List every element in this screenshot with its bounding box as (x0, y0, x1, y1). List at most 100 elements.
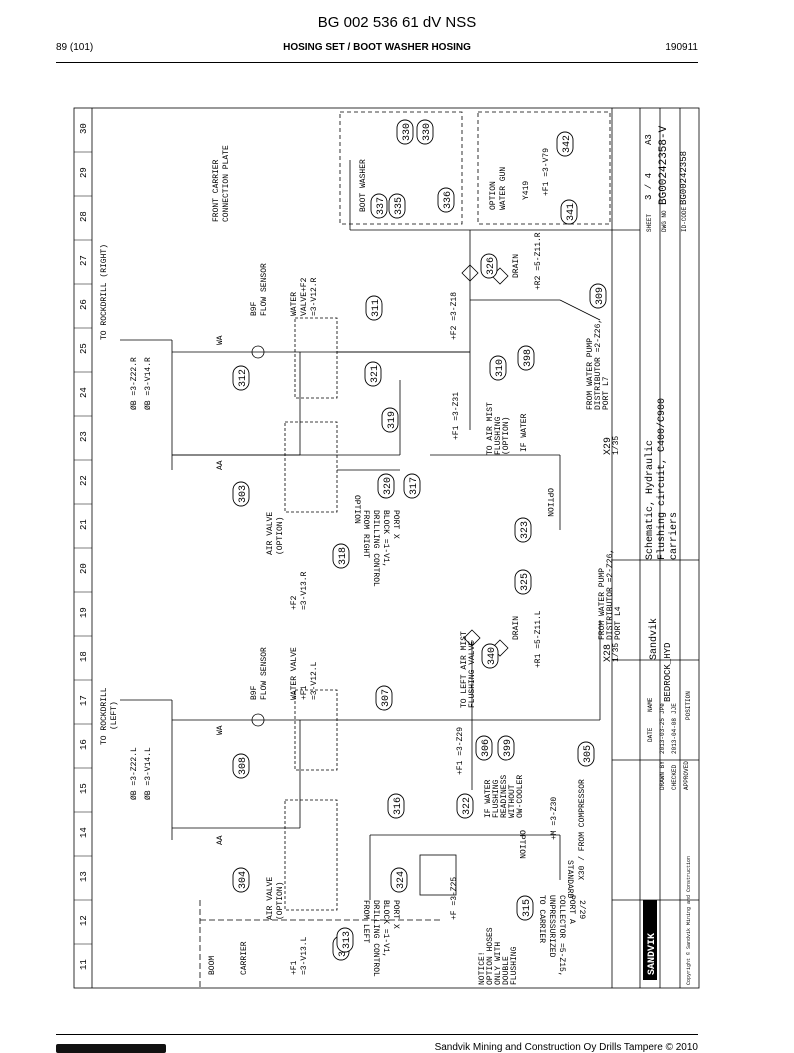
label-aa-l: AA (216, 835, 225, 845)
reference-balloon: 340 (481, 643, 499, 669)
label-to-rockdrill-left: TO ROCKDRILL (100, 687, 109, 745)
title-id-label: ID-CODE (681, 206, 688, 232)
grid-column-label: 20 (79, 563, 89, 574)
reference-balloon: 308 (232, 753, 250, 779)
reference-balloon: 316 (387, 793, 405, 819)
label-z218: +F2 =3-Z18 (450, 292, 459, 340)
label-wa-r: WA (216, 335, 225, 345)
footer-divider (56, 1034, 698, 1035)
title-position: POSITION (685, 691, 692, 720)
svg-text:307: 307 (381, 689, 392, 707)
reference-balloon: 398 (517, 345, 535, 371)
label-wa-l: WA (216, 725, 225, 735)
label-air-valve-right-2: (OPTION) (276, 517, 285, 555)
label-from-left-3: BLOCK =1-V1, (381, 900, 390, 958)
label-b9f-right: B9F (250, 301, 259, 316)
label-air-valve-left-3: +F1 (290, 960, 299, 975)
grid-column-label: 19 (79, 607, 89, 618)
label-x29-sub: 1/35 (612, 436, 621, 455)
svg-text:330: 330 (422, 123, 433, 141)
label-notice-4: DOUBLE (502, 956, 511, 985)
sandvik-logo: SANDVIK (647, 933, 658, 975)
reference-balloon: 309 (589, 283, 607, 309)
label-from-right-1: FROM RIGHT (361, 510, 370, 558)
label-front-carrier: FRONT CARRIER (212, 159, 221, 222)
label-x29: X29 (603, 437, 614, 455)
reference-balloon: 341 (560, 199, 578, 225)
title-sheet: 3 / 4 (644, 173, 654, 200)
grid-column-label: 15 (79, 783, 89, 794)
label-flow-sensor-right: FLOW SENSOR (260, 263, 269, 316)
document-title: BG 002 536 61 dV NSS (317, 14, 477, 31)
svg-text:330: 330 (402, 123, 413, 141)
grid-column-label: 21 (79, 519, 89, 530)
label-z11r: +R2 =5-Z11.R (534, 232, 543, 290)
grid-column-label: 22 (79, 475, 89, 486)
title-drawn: DRAWN BY (659, 761, 666, 790)
label-water-gun: WATER GUN (499, 167, 508, 210)
label-y419: Y419 (522, 181, 531, 200)
label-carrier: CARRIER (240, 941, 249, 975)
reference-balloon: 399 (497, 735, 515, 761)
reference-balloon: 325 (514, 569, 532, 595)
svg-text:340: 340 (487, 647, 498, 665)
svg-text:326: 326 (486, 257, 497, 275)
footer-logo (56, 1044, 166, 1053)
reference-balloon: 318 (332, 543, 350, 569)
reference-balloon: 317 (403, 473, 421, 499)
title-date-col: DATE (647, 727, 654, 742)
label-water-valve-f1-2: +F1 (300, 685, 309, 700)
reference-balloon: 337 (370, 193, 388, 219)
reference-balloon: 322 (456, 793, 474, 819)
label-to-rockdrill-left-2: (LEFT) (110, 701, 119, 730)
grid-column-label: 23 (79, 431, 89, 442)
title-checked-name: JJE (671, 703, 678, 714)
title-name-col: NAME (647, 697, 654, 712)
reference-balloon: 330 (416, 119, 434, 145)
svg-text:324: 324 (396, 871, 407, 889)
label-air-valve-left-1: AIR VALVE (266, 877, 275, 920)
grid-column-label: 13 (79, 871, 89, 882)
label-z31: +F1 =3-Z31 (452, 392, 461, 440)
page-number: 89 (101) (56, 42, 94, 53)
label-z30: +M =3-Z30 (550, 797, 559, 840)
label-to-left-air-mist-2: FLUSHING VALVE (468, 641, 477, 708)
title-line-1: Schematic, Hydraulic (644, 440, 656, 560)
reference-balloon: 305 (577, 741, 595, 767)
reference-balloon: 312 (232, 365, 250, 391)
label-air-valve-right-4: =3-V13.R (300, 571, 309, 610)
svg-text:341: 341 (566, 203, 577, 221)
svg-text:398: 398 (523, 349, 534, 367)
label-ow-cooler-l: OW-COOLER (516, 775, 525, 818)
label-option-r: OPTION (352, 495, 361, 524)
grid-column-label: 17 (79, 695, 89, 706)
grid-column-label: 12 (79, 915, 89, 926)
footer-company: Sandvik Mining and Construction Oy Drill… (434, 1042, 698, 1053)
svg-text:311: 311 (371, 299, 382, 317)
grid-column-label: 18 (79, 651, 89, 662)
sandvik-logo-bar (643, 900, 657, 980)
title-approved: APPROVED (683, 761, 690, 790)
label-water-valve-f1-1: WATER VALVE (290, 647, 299, 700)
label-to-left-air-mist-1: TO LEFT AIR MIST (460, 631, 469, 708)
title-dwg-no: BG00242358-V (658, 125, 670, 205)
label-z22r: ØB =3-Z22.R (130, 357, 139, 410)
svg-text:335: 335 (394, 197, 405, 215)
label-x30-sub: 2/29 (577, 900, 586, 919)
label-boom: BOOM (208, 956, 217, 975)
grid-column-label: 14 (79, 827, 89, 838)
label-v79: +F1 =3-V79 (542, 148, 551, 196)
label-standard: STANDARD (565, 860, 574, 899)
reference-balloon: 310 (489, 355, 507, 381)
label-z29: +F1 =3-Z29 (456, 727, 465, 775)
section-title: HOSING SET / BOOT WASHER HOSING (283, 42, 471, 53)
label-from-right-2: DRILLING CONTROL (371, 510, 380, 587)
reference-balloon: 304 (232, 867, 250, 893)
svg-text:342: 342 (562, 135, 573, 153)
label-air-valve-left-2: (OPTION) (276, 882, 285, 920)
reference-balloon: 324 (390, 867, 408, 893)
title-checked: CHECKED (671, 764, 678, 790)
